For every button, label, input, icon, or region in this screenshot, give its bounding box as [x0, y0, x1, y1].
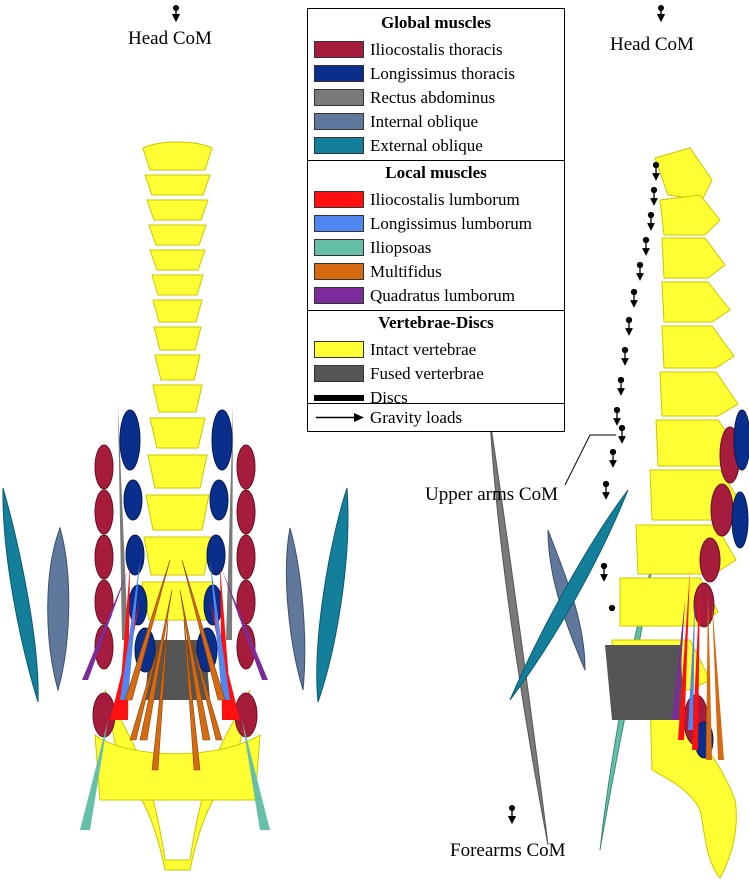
legend-label: Intact vertebrae: [370, 339, 477, 359]
swatch-external-oblique: [314, 137, 364, 154]
local-muscles-lateral: [672, 570, 724, 760]
legend-label: Iliopsoas: [370, 237, 432, 257]
fused-vertebrae-lateral: [605, 645, 685, 720]
legend-label: Fused verterbrae: [370, 363, 484, 383]
iliocostalis-thoracis-lateral: [683, 426, 741, 746]
legend-label: Quadratus lumborum: [370, 285, 515, 305]
legend-label: External oblique: [370, 135, 483, 155]
legend-item-fused-vertebrae: Fused verterbrae: [314, 364, 484, 383]
legend-label: Discs: [370, 387, 408, 407]
longissimus-lumborum-posterior: [120, 560, 230, 700]
legend-item-iliopsoas: Iliopsoas: [314, 238, 431, 257]
legend-title-global: Global muscles: [380, 13, 492, 32]
head-com-label-left: Head CoM: [128, 28, 212, 49]
swatch-internal-oblique: [314, 113, 364, 130]
external-oblique-right: [316, 487, 349, 703]
legend-title-local: Local muscles: [385, 163, 487, 182]
legend-item-discs: Discs: [314, 388, 408, 407]
forearms-com-label: Forearms CoM: [450, 840, 566, 861]
legend-item-iliocostalis-lumborum: Iliocostalis lumborum: [314, 190, 520, 209]
swatch-quadratus-lumborum: [314, 287, 364, 304]
quadratus-lumborum-posterior: [82, 570, 268, 680]
gravity-arrows-lateral: [600, 161, 660, 612]
swatch-rectus-abdominus: [314, 89, 364, 106]
legend-item-external-oblique: External oblique: [314, 136, 483, 155]
internal-oblique-left: [47, 526, 70, 692]
upper-arms-com-label: Upper arms CoM: [425, 484, 558, 505]
gravity-marker-head-right: [656, 5, 666, 23]
iliocostalis-thoracis-left: [92, 444, 116, 738]
swatch-longissimus-thoracis: [314, 65, 364, 82]
legend-item-multifidus: Multifidus: [314, 262, 442, 281]
rectus-abdominus-lateral: [489, 419, 549, 846]
legend-item-longissimus-thoracis: Longissimus thoracis: [314, 64, 515, 83]
swatch-iliocostalis-thoracis: [314, 41, 364, 58]
legend-separator: [308, 403, 564, 404]
legend-item-internal-oblique: Internal oblique: [314, 112, 478, 131]
legend-item-quadratus-lumborum: Quadratus lumborum: [314, 286, 515, 305]
swatch-multifidus: [314, 263, 364, 280]
legend-separator: [308, 160, 564, 161]
rectus-abdominus-left: [118, 405, 128, 640]
legend-item-gravity-loads: Gravity loads: [314, 408, 462, 427]
multifidus-posterior: [124, 559, 226, 771]
iliopsoas-posterior: [80, 720, 270, 830]
gravity-marker-forearms: [507, 805, 517, 825]
legend-label: Multifidus: [370, 261, 442, 281]
legend-separator: [308, 310, 564, 311]
external-oblique-lateral: [509, 489, 629, 701]
external-oblique-left: [2, 487, 39, 703]
head-com-label-right: Head CoM: [610, 34, 694, 55]
internal-oblique-right: [285, 527, 306, 691]
legend-label: Iliocostalis lumborum: [370, 189, 520, 209]
legend-label: Gravity loads: [370, 407, 463, 427]
swatch-discs: [314, 394, 364, 401]
legend-item-rectus-abdominus: Rectus abdominus: [314, 88, 495, 107]
legend-label: Longissimus thoracis: [370, 63, 515, 83]
legend-item-iliocostalis-thoracis: Iliocostalis thoracis: [314, 40, 503, 59]
legend-label: Internal oblique: [370, 111, 479, 131]
swatch-intact-vertebrae: [314, 341, 364, 358]
legend-item-intact-vertebrae: Intact vertebrae: [314, 340, 476, 359]
gravity-arrow-icon: [314, 409, 364, 426]
swatch-iliopsoas: [314, 239, 364, 256]
legend: Global muscles Iliocostalis thoracis Lon…: [307, 8, 565, 432]
posterior-view: [2, 141, 349, 871]
swatch-fused-vertebrae: [314, 365, 364, 382]
swatch-longissimus-lumborum: [314, 215, 364, 232]
upper-arms-pointer: [564, 434, 616, 486]
vertebral-column-posterior: [94, 141, 261, 871]
rectus-abdominus-right: [226, 405, 233, 640]
legend-label: Rectus abdominus: [370, 87, 496, 107]
legend-title-vertebrae: Vertebrae-Discs: [378, 313, 494, 332]
swatch-iliocostalis-lumborum: [314, 191, 364, 208]
legend-label: Iliocostalis thoracis: [370, 39, 503, 59]
legend-label: Longissimus lumborum: [370, 213, 532, 233]
legend-item-longissimus-lumborum: Longissimus lumborum: [314, 214, 532, 233]
lateral-view: [489, 147, 749, 879]
iliocostalis-thoracis-right: [234, 444, 258, 738]
gravity-marker-head-left: [171, 5, 181, 23]
